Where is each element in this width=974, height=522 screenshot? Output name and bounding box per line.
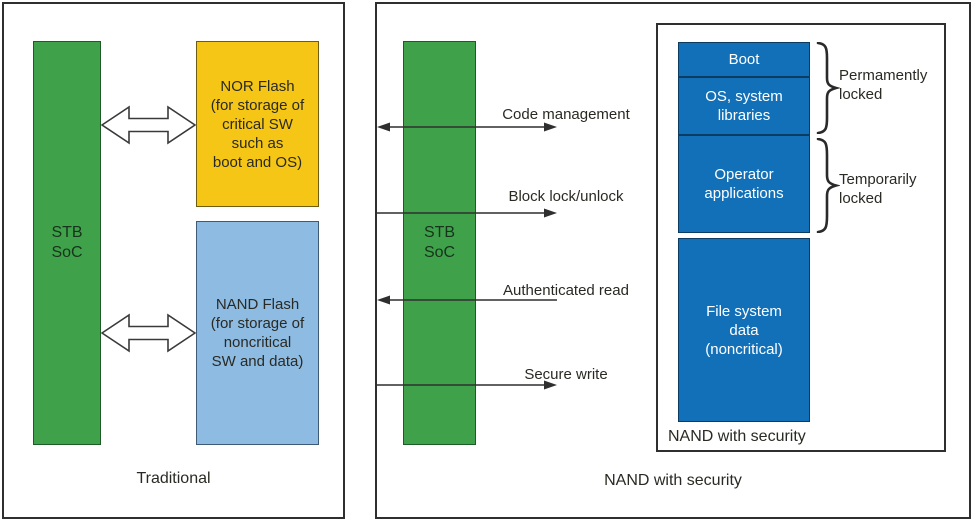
temporarily-locked-label: Temporarily locked — [839, 171, 917, 207]
stb-soc-box: STB SoC — [33, 41, 101, 445]
permanently-locked-label: Permamently locked — [839, 67, 928, 103]
nor-flash-box: NOR Flash (for storage of critical SW su… — [196, 41, 319, 207]
left-arrow-icon — [377, 295, 557, 305]
arrow-label-secure-write: Secure write — [524, 366, 608, 383]
segment-operator-applications: Operator applications — [678, 135, 810, 233]
right-arrow-icon — [377, 208, 557, 218]
segment-boot: Boot — [678, 42, 810, 77]
right-arrow-icon — [377, 380, 557, 390]
arrow-label-authenticated-read: Authenticated read — [503, 282, 629, 299]
segment-os-system-libraries: OS, system libraries — [678, 77, 810, 135]
nand-security-panel: STB SoC Code management Block lock/unloc… — [375, 2, 971, 519]
curly-brace-icon — [816, 138, 840, 233]
curly-brace-icon — [816, 42, 840, 134]
panel-caption: NAND with security — [604, 472, 742, 489]
stb-soc-box: STB SoC — [403, 41, 476, 445]
traditional-panel: STB SoC NOR Flash (for storage of critic… — [2, 2, 345, 519]
arrow-label-code-management: Code management — [502, 106, 630, 123]
nand-flash-box: NAND Flash (for storage of noncritical S… — [196, 221, 319, 445]
double-block-arrow-icon — [101, 105, 196, 145]
segment-file-system-data: File system data (noncritical) — [678, 238, 810, 422]
double-block-arrow-icon — [101, 313, 196, 353]
secure-nand-container: Boot OS, system libraries Operator appli… — [656, 23, 946, 452]
secure-nand-label: NAND with security — [668, 428, 806, 445]
double-headed-arrow-icon — [377, 122, 557, 132]
panel-caption: Traditional — [136, 470, 211, 487]
arrow-label-block-lock-unlock: Block lock/unlock — [508, 188, 624, 205]
